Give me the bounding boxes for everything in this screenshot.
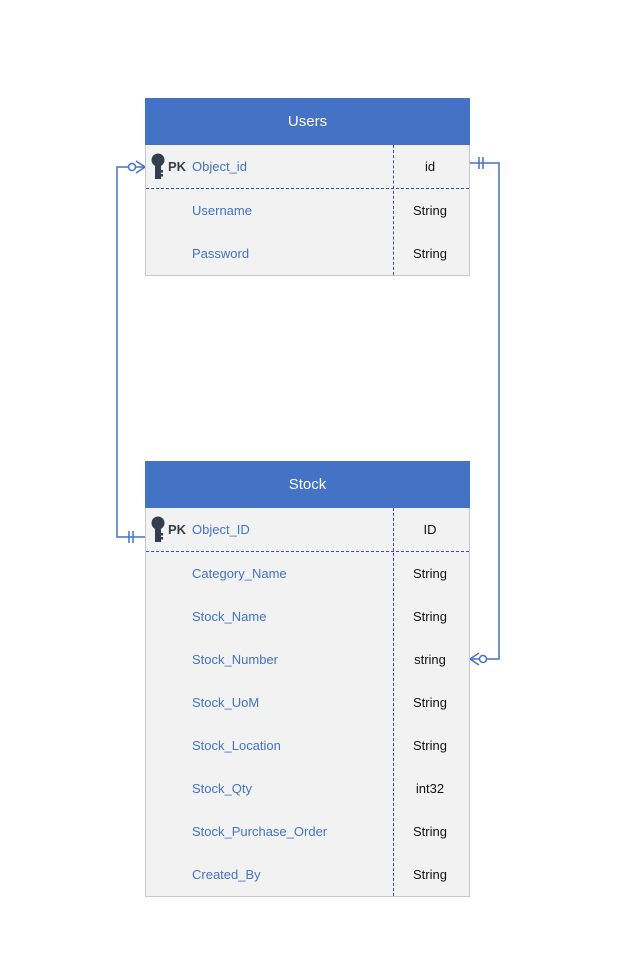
- pk-marker: PK: [168, 159, 187, 174]
- stock-row[interactable]: Stock_Name String: [146, 595, 469, 638]
- users-pk-row[interactable]: PK Object_id id: [146, 145, 469, 189]
- field-name: Stock_Purchase_Order: [192, 824, 328, 839]
- pk-cell: PK: [150, 508, 190, 551]
- field-type: ID: [423, 522, 437, 537]
- field-type: String: [413, 824, 447, 839]
- stock-row[interactable]: Stock_Purchase_Order String: [146, 810, 469, 853]
- field-name: Password: [192, 246, 250, 261]
- optional-circle-users-left: [127, 162, 137, 172]
- field-name: Stock_Name: [192, 609, 267, 624]
- stock-pk-row[interactable]: PK Object_ID ID: [146, 508, 469, 552]
- field-name: Stock_Qty: [192, 781, 252, 796]
- column-divider: [393, 145, 394, 275]
- pk-cell: PK: [150, 145, 190, 188]
- field-name: Username: [192, 203, 252, 218]
- field-type: String: [413, 246, 447, 261]
- stock-table-body: PK Object_ID ID Category_Name String Sto…: [146, 508, 469, 896]
- field-name: Created_By: [192, 867, 261, 882]
- field-type: String: [413, 695, 447, 710]
- field-name: Object_ID: [192, 522, 250, 537]
- key-icon: [151, 153, 165, 179]
- optional-circle-stock-right: [478, 654, 488, 664]
- field-type: String: [413, 203, 447, 218]
- connector-users-stock-right: [470, 162, 500, 660]
- stock-row[interactable]: Stock_Location String: [146, 724, 469, 767]
- field-name: Stock_Number: [192, 652, 278, 667]
- field-name: Stock_UoM: [192, 695, 260, 710]
- field-type: id: [424, 159, 436, 174]
- field-type: string: [414, 652, 446, 667]
- column-divider: [393, 508, 394, 896]
- field-name: Object_id: [192, 159, 247, 174]
- users-row[interactable]: Password String: [146, 232, 469, 275]
- crowsfoot-stock-right: [468, 652, 480, 666]
- users-row[interactable]: Username String: [146, 189, 469, 232]
- key-icon: [151, 516, 165, 542]
- users-table-title: Users: [287, 112, 328, 130]
- users-table-body: PK Object_id id Username String Password…: [146, 145, 469, 275]
- stock-row[interactable]: Created_By String: [146, 853, 469, 896]
- field-type: String: [413, 738, 447, 753]
- field-type: String: [413, 867, 447, 882]
- crowsfoot-users-left: [135, 160, 147, 174]
- pk-marker: PK: [168, 522, 187, 537]
- users-table[interactable]: Users PK Object_id id Username String Pa…: [145, 98, 470, 276]
- stock-row[interactable]: Stock_UoM String: [146, 681, 469, 724]
- field-name: Stock_Location: [192, 738, 281, 753]
- stock-table-title: Stock: [288, 475, 327, 493]
- users-table-header: Users: [145, 98, 470, 145]
- stock-table-header: Stock: [145, 461, 470, 508]
- field-type: String: [413, 609, 447, 624]
- stock-row[interactable]: Category_Name String: [146, 552, 469, 595]
- field-type: String: [413, 566, 447, 581]
- connector-users-stock-left: [116, 166, 145, 538]
- stock-row[interactable]: Stock_Number string: [146, 638, 469, 681]
- stock-row[interactable]: Stock_Qty int32: [146, 767, 469, 810]
- field-type: int32: [415, 781, 445, 796]
- stock-table[interactable]: Stock PK Object_ID ID Category_Name Stri…: [145, 461, 470, 897]
- field-name: Category_Name: [192, 566, 287, 581]
